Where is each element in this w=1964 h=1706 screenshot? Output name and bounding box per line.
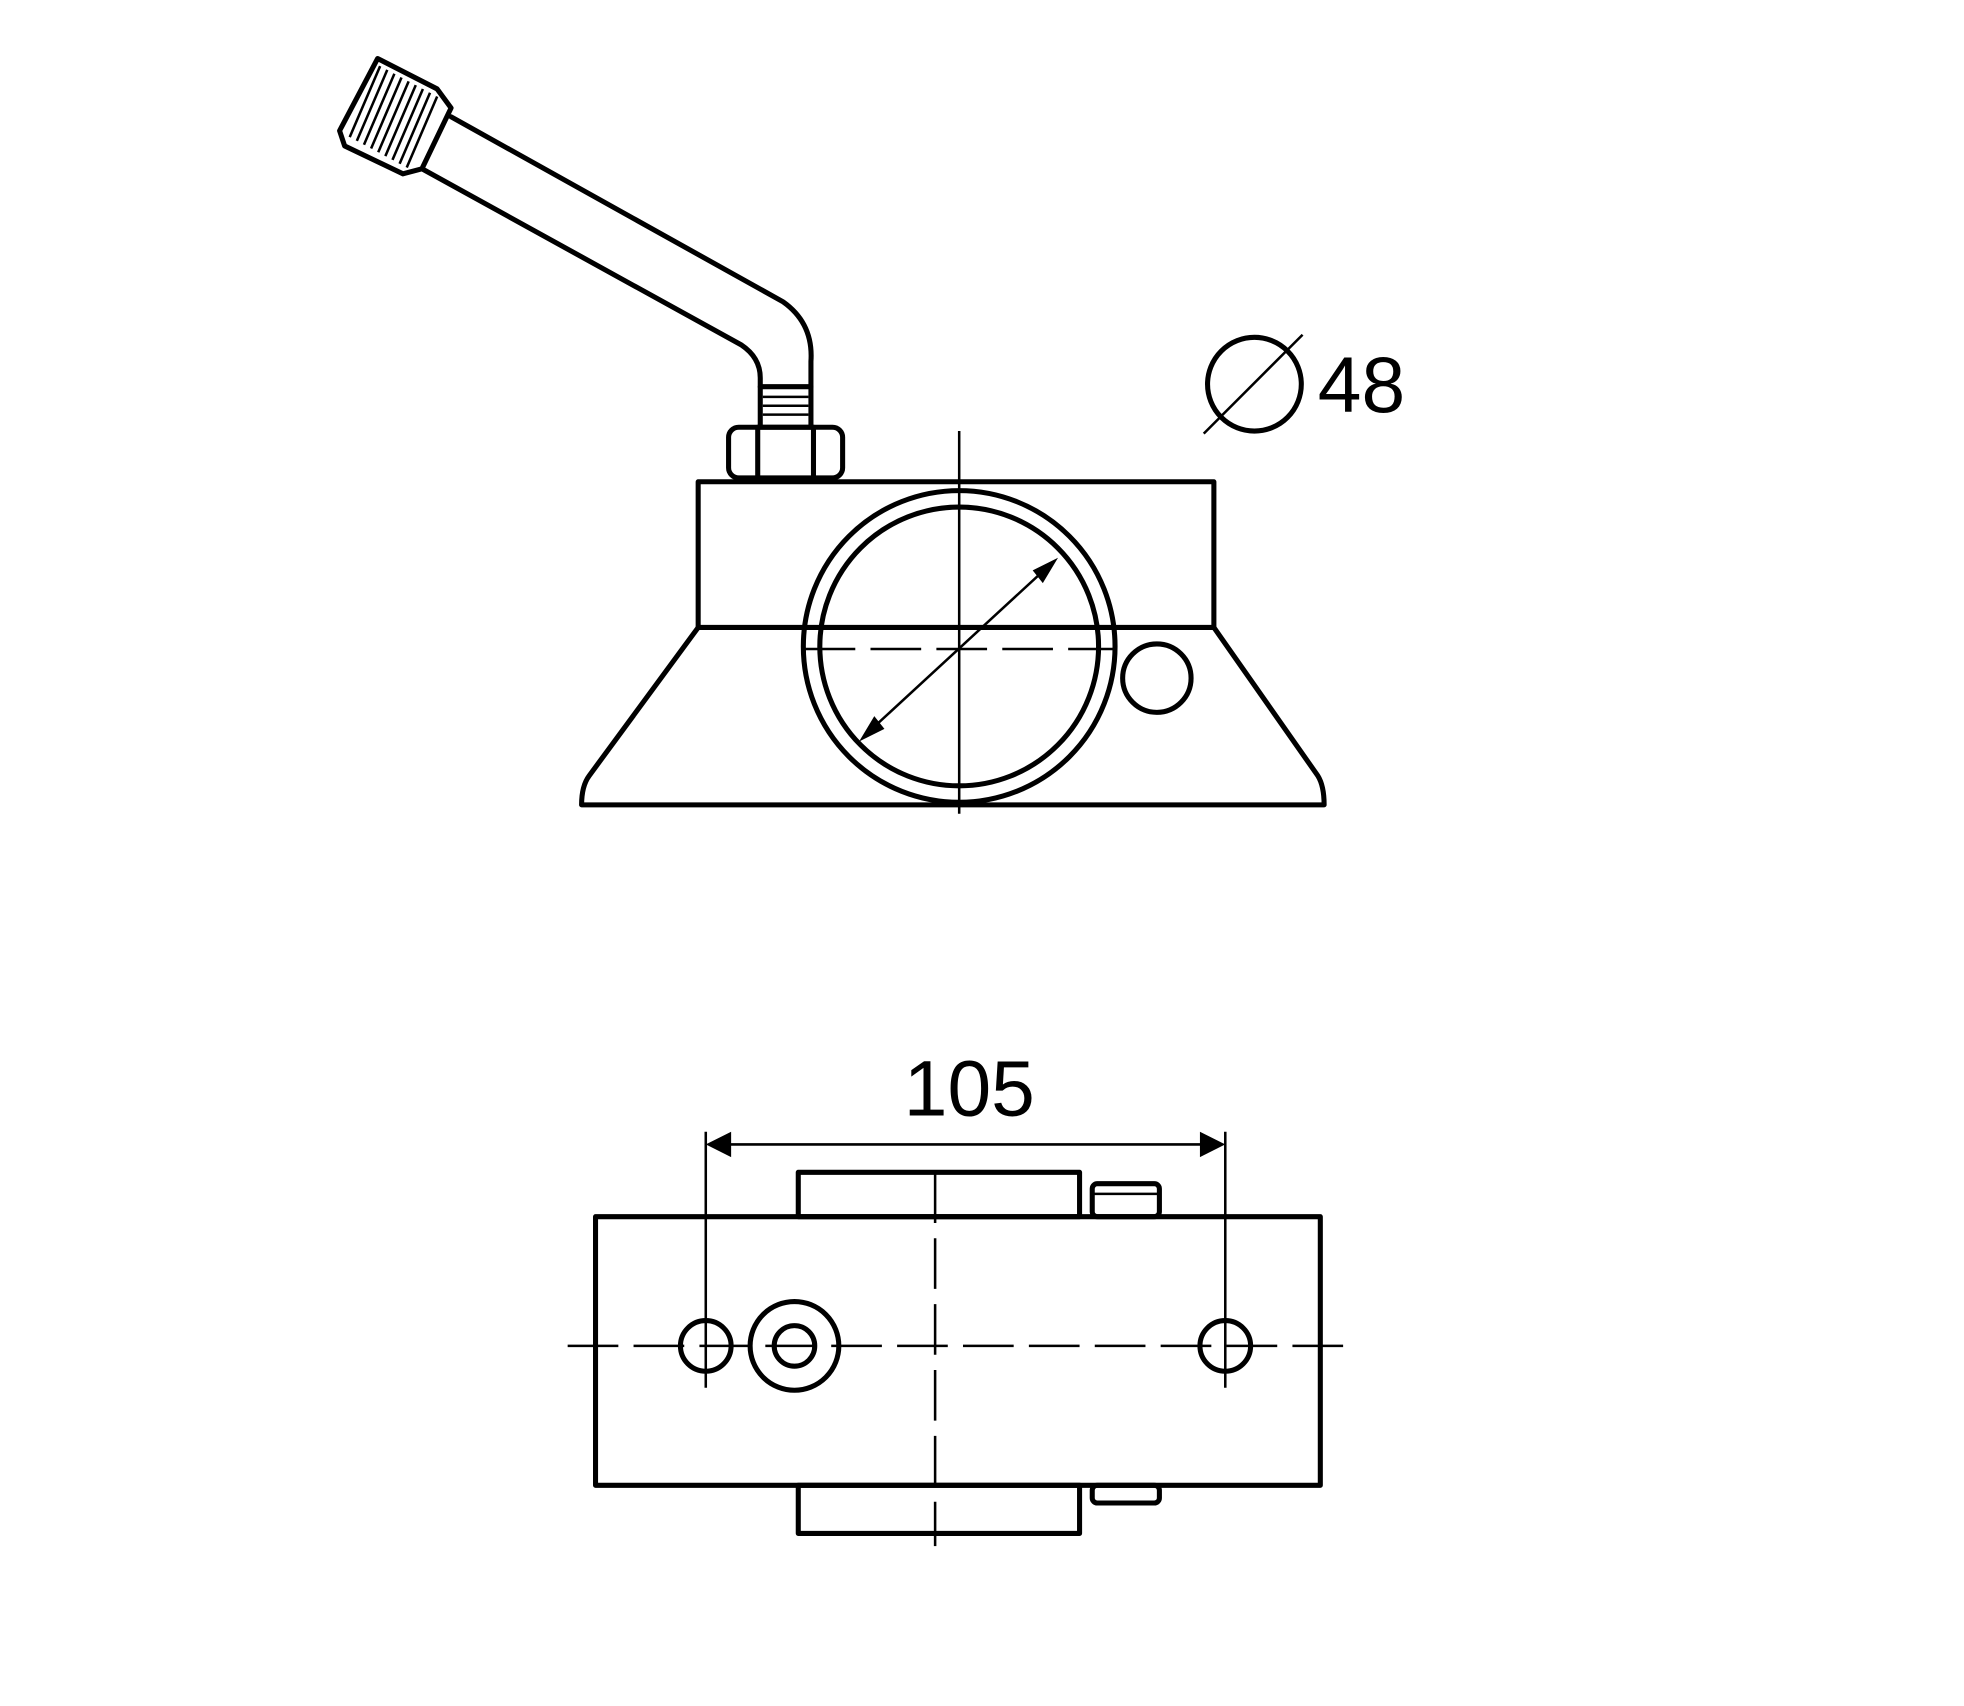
front-view: 48	[337, 55, 1405, 814]
handle-rod-lower	[419, 166, 763, 390]
spacing-label: 105	[904, 1044, 1035, 1132]
pin-boss	[747, 1299, 842, 1393]
bolt-bottom	[1089, 1482, 1162, 1506]
knob-knurling	[348, 65, 439, 168]
top-tab	[795, 1169, 1083, 1220]
handle-knob	[337, 55, 454, 177]
mounting-hole-left	[677, 1318, 734, 1374]
clamp-base	[579, 624, 1327, 808]
diameter-arrow	[868, 565, 1049, 733]
handle-rod-upper	[448, 114, 814, 390]
diameter-label: 48	[1318, 341, 1405, 429]
clamp-body-plan	[593, 1214, 1323, 1488]
bolt-top	[1089, 1181, 1162, 1220]
pin-hole	[1120, 641, 1194, 715]
bottom-tab	[795, 1482, 1083, 1536]
mounting-hole-right	[1197, 1318, 1254, 1374]
clamp-body-top	[695, 479, 1217, 630]
nut	[726, 424, 846, 481]
top-view: 105	[567, 1044, 1344, 1547]
diameter-symbol-icon	[1202, 333, 1304, 435]
handle	[337, 55, 846, 481]
